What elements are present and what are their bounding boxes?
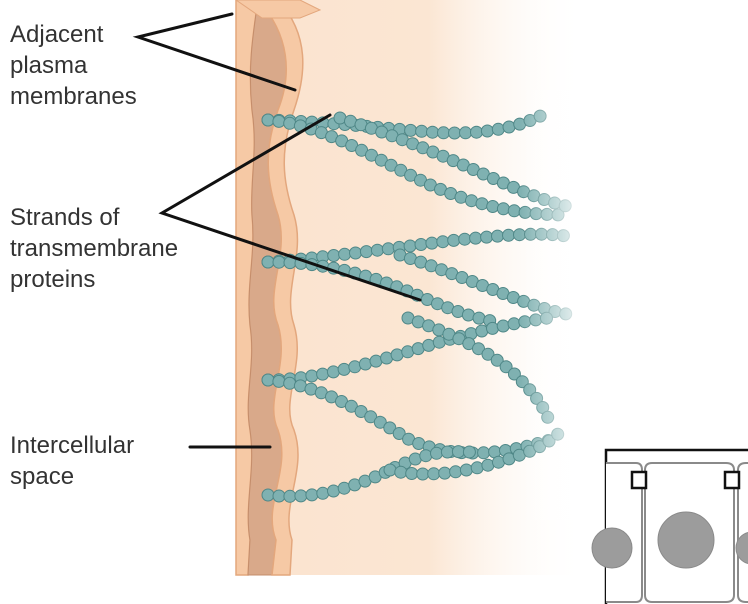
protein-bead — [306, 489, 318, 501]
protein-bead — [371, 244, 383, 256]
protein-bead — [437, 236, 449, 248]
protein-bead — [420, 450, 432, 462]
protein-bead — [428, 468, 440, 480]
label-line: transmembrane — [10, 233, 178, 264]
protein-bead — [473, 312, 485, 324]
protein-bead — [338, 363, 350, 375]
protein-bead — [284, 377, 296, 389]
protein-bead — [273, 256, 285, 268]
protein-bead — [382, 243, 394, 255]
protein-bead — [433, 336, 445, 348]
protein-bead — [417, 468, 429, 480]
label-line: Intercellular — [10, 430, 134, 461]
protein-bead — [349, 361, 361, 373]
protein-bead — [262, 489, 274, 501]
protein-bead — [481, 231, 493, 243]
inset-junction-box-right — [725, 472, 739, 488]
protein-bead — [487, 201, 499, 213]
inset-junction-box-left — [632, 472, 646, 488]
strand-fade-overlay — [520, 90, 590, 520]
protein-bead — [273, 490, 285, 502]
protein-bead — [317, 368, 329, 380]
protein-bead — [441, 446, 453, 458]
protein-bead — [262, 374, 274, 386]
protein-bead — [492, 123, 504, 135]
protein-bead — [327, 366, 339, 378]
protein-bead — [295, 490, 307, 502]
label-line: Strands of — [10, 202, 178, 233]
protein-bead — [471, 462, 483, 474]
protein-bead — [460, 464, 472, 476]
label-line: membranes — [10, 81, 137, 112]
protein-bead — [478, 447, 490, 459]
protein-bead — [460, 127, 472, 139]
protein-bead — [416, 125, 428, 137]
protein-bead — [273, 115, 285, 127]
protein-bead — [449, 127, 461, 139]
protein-bead — [497, 203, 509, 215]
label-line: Adjacent — [10, 19, 137, 50]
protein-bead — [317, 487, 329, 499]
protein-bead — [350, 247, 362, 259]
label-intercellular-space: Intercellular space — [10, 430, 134, 492]
protein-bead — [262, 114, 274, 126]
protein-bead — [470, 232, 482, 244]
protein-bead — [360, 246, 372, 258]
label-adjacent-plasma-membranes: Adjacent plasma membranes — [10, 19, 137, 112]
protein-bead — [481, 125, 493, 137]
protein-bead — [404, 240, 416, 252]
protein-bead — [508, 205, 520, 217]
protein-bead — [439, 467, 451, 479]
protein-bead — [262, 256, 274, 268]
protein-bead — [431, 447, 443, 459]
protein-bead — [450, 466, 462, 478]
protein-bead — [427, 126, 439, 138]
label-line: space — [10, 461, 134, 492]
protein-bead — [284, 490, 296, 502]
protein-bead — [339, 248, 351, 260]
protein-bead — [273, 375, 285, 387]
protein-bead — [395, 466, 407, 478]
label-line: plasma — [10, 50, 137, 81]
protein-bead — [406, 468, 418, 480]
protein-bead — [476, 325, 488, 337]
protein-bead — [471, 126, 483, 138]
protein-bead — [497, 320, 509, 332]
protein-bead — [463, 446, 475, 458]
protein-bead — [503, 229, 515, 241]
protein-bead — [452, 446, 464, 458]
protein-bead — [508, 318, 520, 330]
protein-bead — [405, 124, 417, 136]
label-line: proteins — [10, 264, 178, 295]
label-strands-of-transmembrane-proteins: Strands of transmembrane proteins — [10, 202, 178, 295]
protein-bead — [328, 485, 340, 497]
protein-bead — [438, 127, 450, 139]
protein-bead — [492, 230, 504, 242]
protein-bead — [306, 370, 318, 382]
protein-bead — [487, 322, 499, 334]
inset-nucleus-middle — [658, 512, 714, 568]
protein-bead — [476, 198, 488, 210]
protein-bead — [359, 358, 371, 370]
protein-bead — [448, 234, 460, 246]
protein-bead — [459, 233, 471, 245]
inset-nucleus-left — [592, 528, 632, 568]
protein-bead — [426, 237, 438, 249]
protein-bead — [284, 117, 296, 129]
protein-bead — [503, 121, 515, 133]
protein-bead — [384, 464, 396, 476]
protein-bead — [328, 250, 340, 262]
protein-bead — [415, 239, 427, 251]
protein-bead — [482, 459, 494, 471]
epithelial-cells-inset — [592, 450, 748, 604]
